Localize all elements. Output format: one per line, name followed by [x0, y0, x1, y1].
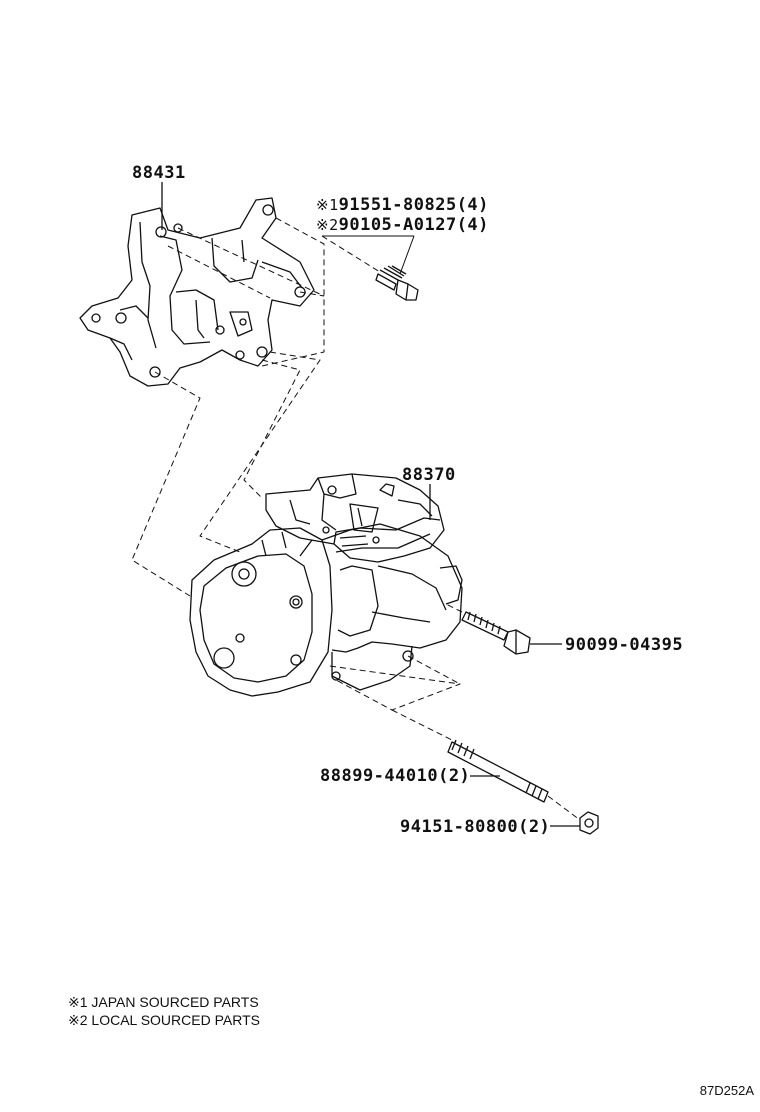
- bracket-88431: [79, 197, 315, 387]
- diagram-code: 87D252A: [699, 1083, 754, 1098]
- nut: [579, 811, 599, 835]
- label-side-bolt: 90099-04395: [565, 635, 684, 655]
- label-bolt-japan: ※191551-80825(4): [316, 195, 489, 215]
- label-bracket: 88431: [132, 163, 186, 183]
- bolt-upper: [375, 265, 419, 301]
- legend-item-2: ※2 LOCAL SOURCED PARTS: [68, 1012, 260, 1029]
- part-number-bolt-japan: 91551-80825(4): [338, 195, 489, 215]
- legend-text-2: LOCAL SOURCED PARTS: [91, 1012, 260, 1028]
- stud-bolt: [447, 739, 549, 803]
- dashed-guides: [131, 217, 581, 821]
- legend-mark-1: ※1: [68, 994, 88, 1010]
- legend-item-1: ※1 JAPAN SOURCED PARTS: [68, 994, 259, 1011]
- label-bolt-local: ※290105-A0127(4): [316, 215, 489, 235]
- legend-text-1: JAPAN SOURCED PARTS: [91, 994, 259, 1010]
- label-compressor: 88370: [402, 465, 456, 485]
- ref-mark-1: ※1: [316, 196, 339, 214]
- label-nut: 94151-80800(2): [400, 817, 551, 837]
- ref-mark-2: ※2: [316, 216, 339, 234]
- label-stud: 88899-44010(2): [320, 766, 471, 786]
- part-number-bolt-local: 90105-A0127(4): [338, 215, 489, 235]
- compressor-88370: [189, 473, 463, 697]
- legend-mark-2: ※2: [68, 1012, 88, 1028]
- bolt-side: [461, 611, 531, 655]
